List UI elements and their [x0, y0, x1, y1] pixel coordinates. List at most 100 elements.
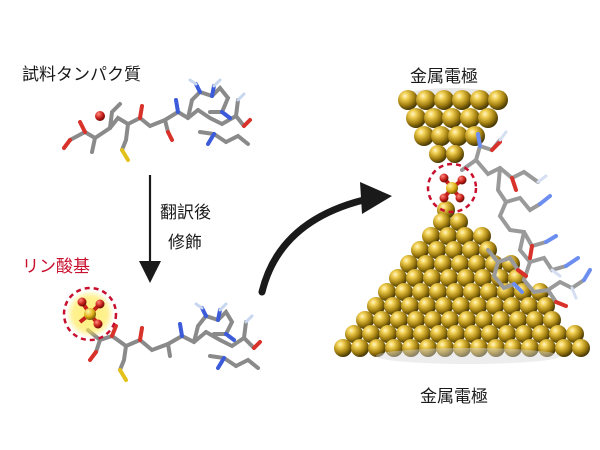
phosphate-group-junction: [426, 162, 478, 214]
gold-atom: [429, 283, 447, 301]
gold-atom: [446, 145, 464, 163]
gold-atom: [417, 255, 435, 273]
gold-atom: [498, 325, 516, 343]
gold-atom: [390, 311, 408, 329]
gold-atom: [478, 108, 498, 128]
gold-atom: [481, 325, 499, 343]
gold-atom: [450, 213, 468, 231]
gold-atom: [504, 339, 522, 357]
gold-atom: [395, 283, 413, 301]
gold-atom: [368, 339, 386, 357]
gold-atom: [407, 311, 425, 329]
gold-atom: [486, 297, 504, 315]
gold-atom: [452, 90, 472, 110]
gold-atom: [433, 213, 451, 231]
gold-atom: [468, 255, 486, 273]
phosphate-group-highlight: [62, 286, 118, 342]
gold-atom: [413, 325, 431, 343]
gold-atom: [469, 297, 487, 315]
gold-atom: [439, 227, 457, 245]
gold-atom: [515, 325, 533, 343]
gold-atom: [572, 339, 590, 357]
gold-atom: [475, 311, 493, 329]
gold-atom: [442, 108, 462, 128]
gold-atom: [456, 227, 474, 245]
gold-atom: [414, 126, 434, 146]
gold-atom: [470, 90, 490, 110]
ptm-label-line1: 翻訳後: [160, 203, 211, 223]
gold-atom: [532, 325, 550, 343]
gold-atom: [537, 297, 555, 315]
gold-atom: [464, 325, 482, 343]
gold-atom: [385, 339, 403, 357]
gold-atom: [463, 283, 481, 301]
gold-atom: [434, 90, 454, 110]
gold-atom: [398, 90, 418, 110]
gold-atom: [416, 90, 436, 110]
gold-atom: [488, 90, 508, 110]
gold-atom: [373, 311, 391, 329]
gold-atom: [334, 339, 352, 357]
gold-atom: [465, 126, 485, 146]
gold-atom: [452, 297, 470, 315]
gold-atom: [448, 126, 468, 146]
gold-atom: [470, 339, 488, 357]
gold-atom: [345, 325, 363, 343]
gold-atom: [473, 227, 491, 245]
top-electrode: [398, 88, 508, 219]
gold-atom: [492, 311, 510, 329]
gold-atom: [384, 297, 402, 315]
sample-protein-label: 試料タンパク質: [22, 65, 141, 85]
gold-atom: [549, 325, 567, 343]
gold-atom: [406, 269, 424, 287]
gold-atom: [480, 283, 498, 301]
gold-atom: [356, 311, 374, 329]
electrode-bottom-label: 金属電極: [420, 387, 488, 407]
gold-atom: [422, 227, 440, 245]
gold-atom: [396, 325, 414, 343]
gold-atom: [351, 339, 369, 357]
gold-atom: [458, 311, 476, 329]
gold-atom: [423, 269, 441, 287]
gold-atom: [543, 311, 561, 329]
gold-atom: [419, 339, 437, 357]
gold-atom: [503, 297, 521, 315]
gold-atom: [418, 297, 436, 315]
gold-atom: [430, 325, 448, 343]
gold-atom: [457, 269, 475, 287]
gold-atom: [509, 311, 527, 329]
gold-atom: [555, 339, 573, 357]
gold-atom: [446, 283, 464, 301]
gold-atom: [402, 339, 420, 357]
gold-atom: [538, 339, 556, 357]
protein-molecule-top: [62, 78, 252, 162]
gold-atom: [378, 283, 396, 301]
gold-atom: [447, 325, 465, 343]
gold-atom: [428, 241, 446, 259]
gold-atom: [435, 297, 453, 315]
gold-atom: [400, 255, 418, 273]
gold-atom: [566, 325, 584, 343]
gold-atom: [487, 339, 505, 357]
gold-atom: [474, 269, 492, 287]
gold-atom: [362, 325, 380, 343]
gold-atom: [379, 325, 397, 343]
bottom-electrode: [334, 213, 590, 364]
gold-atom: [440, 269, 458, 287]
gold-atom: [460, 108, 480, 128]
gold-atom: [424, 108, 444, 128]
gold-atom: [451, 255, 469, 273]
curved-arrow: [258, 182, 392, 296]
electrode-top-label: 金属電極: [410, 67, 478, 87]
gold-atom: [431, 126, 451, 146]
phosphate-group-label: リン酸基: [22, 257, 90, 277]
gold-atom: [453, 339, 471, 357]
gold-atom: [406, 108, 426, 128]
gold-atom: [389, 269, 407, 287]
gold-atom: [434, 255, 452, 273]
gold-atom: [436, 339, 454, 357]
gold-atom: [441, 311, 459, 329]
gold-atom: [526, 311, 544, 329]
gold-atom: [521, 339, 539, 357]
